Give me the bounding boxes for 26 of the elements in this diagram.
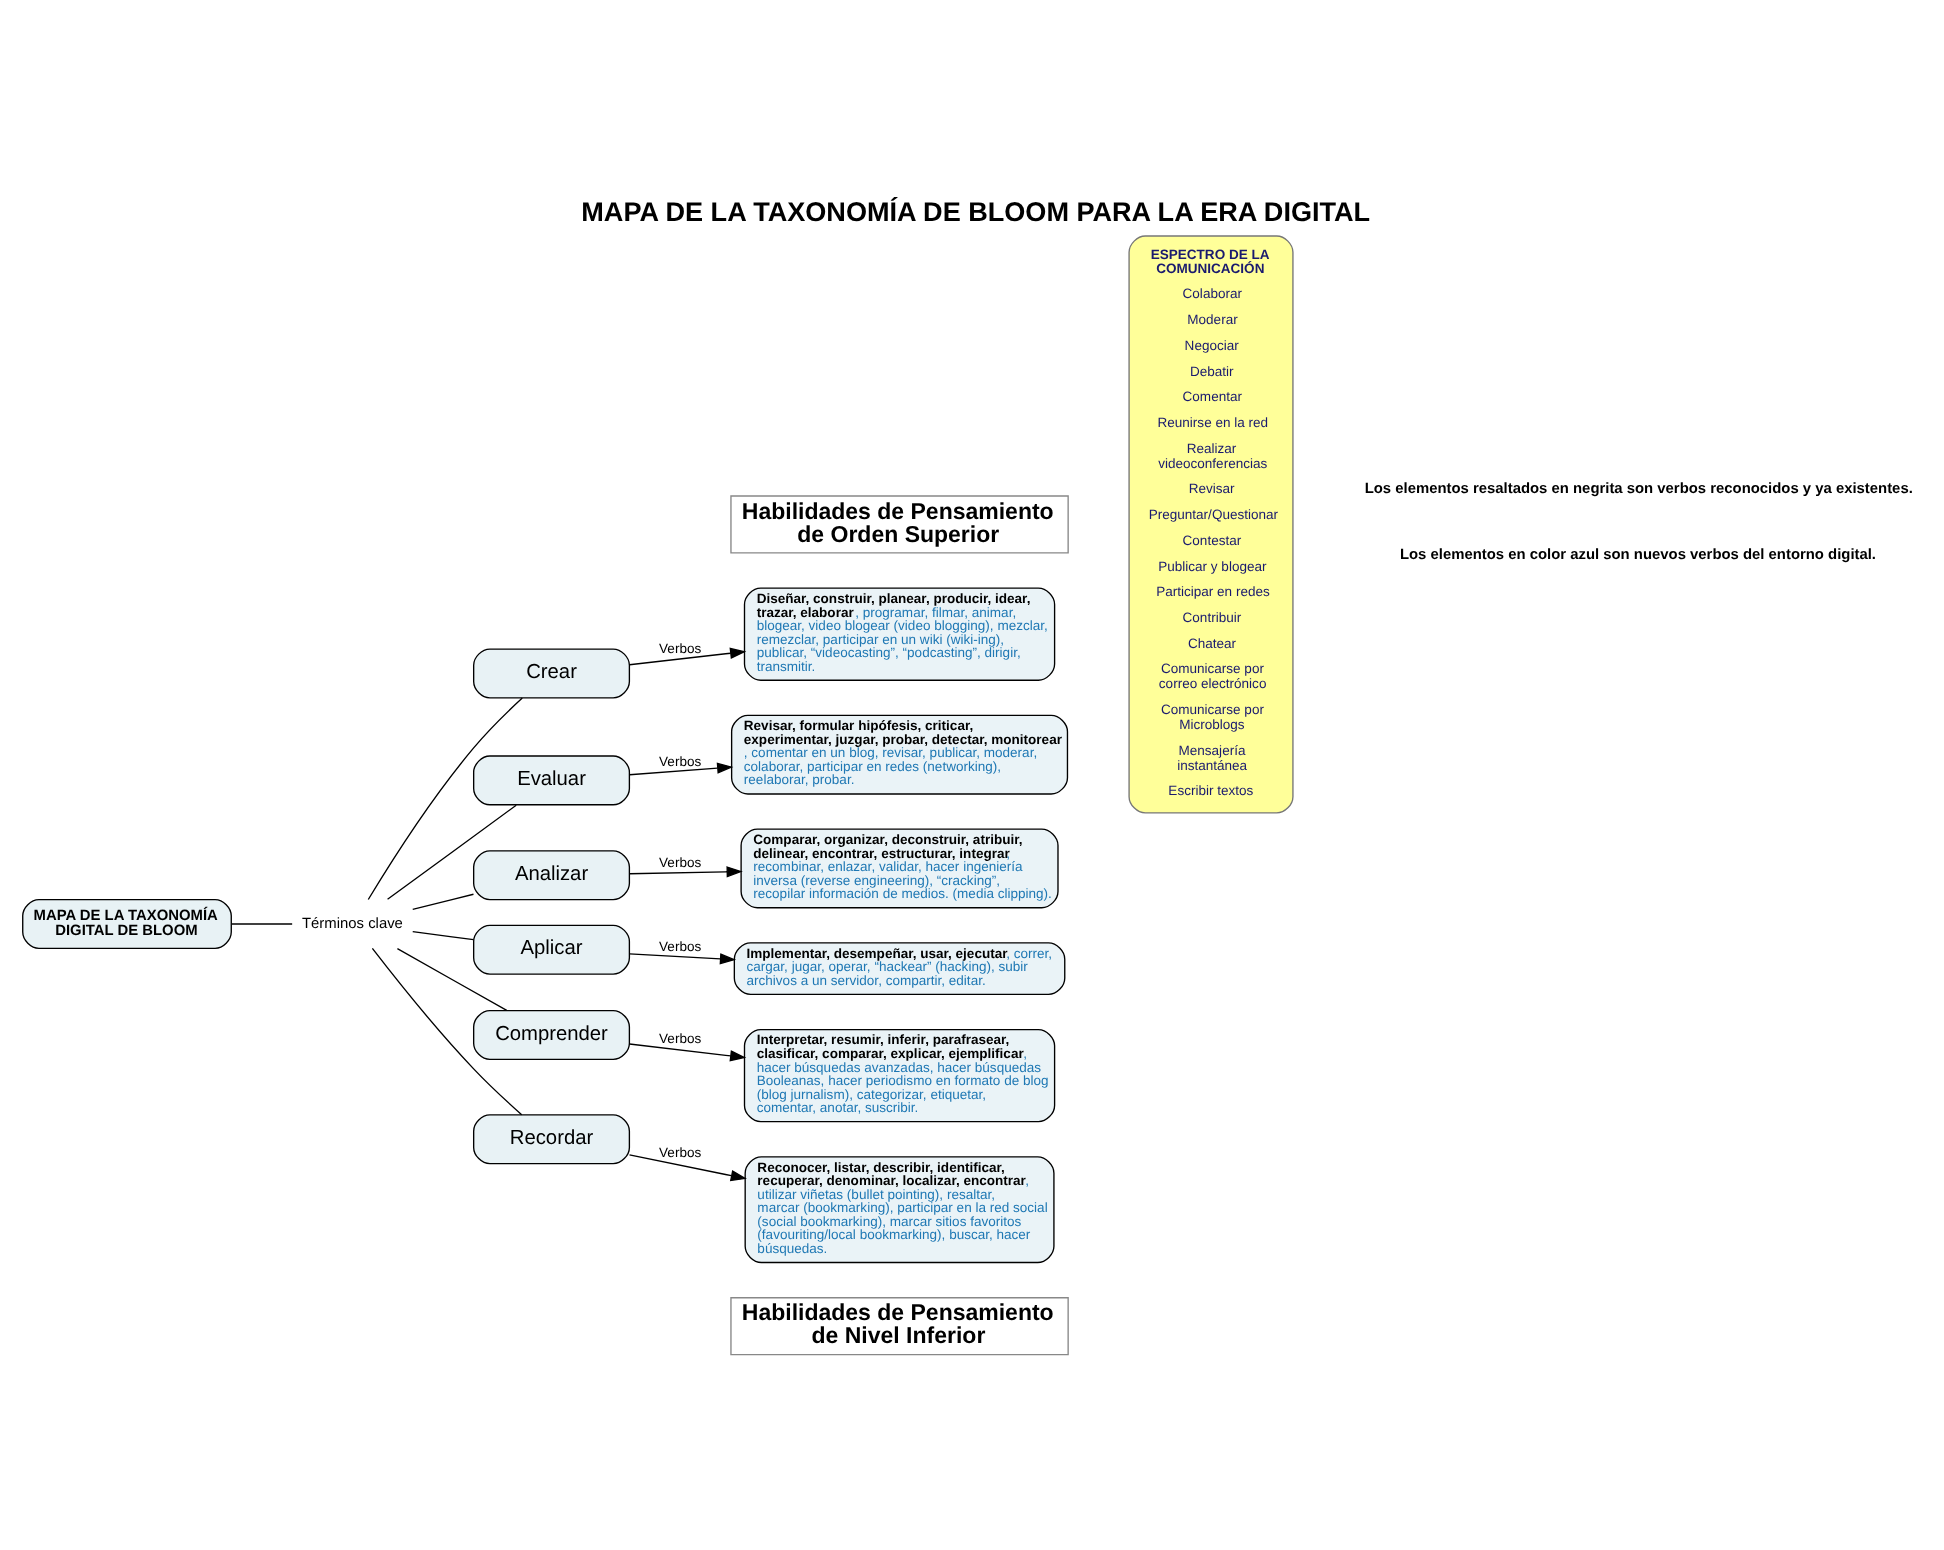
- node-box: Habilidades de Pensamiento de Nivel Inferior: [730, 1297, 1069, 1356]
- node-box: MAPA DE LA TAXONOMÍA DIGITAL DE BLOOM: [22, 898, 232, 949]
- arrow: [628, 866, 743, 878]
- connector: [367, 697, 523, 901]
- node-text: Términos clave: [302, 913, 403, 932]
- connector: [396, 947, 508, 1012]
- node-box: Aplicar: [473, 924, 631, 975]
- connector: [371, 947, 523, 1116]
- connector: [231, 923, 293, 925]
- arrow: [628, 762, 734, 776]
- label: Los elementos en color azul son nuevos verbos del entorno digital.: [1399, 545, 1877, 564]
- connector: [412, 893, 475, 910]
- node-box: Analizar: [473, 850, 631, 901]
- node-box: Crear: [473, 648, 631, 699]
- arrow: [628, 953, 737, 965]
- diagram-title: MAPA DE LA TAXONOMÍA DE BLOOM PARA LA ERA DIGITAL: [581, 197, 1371, 228]
- node-box: Habilidades de Pensamiento de Orden Superior: [730, 495, 1069, 554]
- arrow: [628, 1154, 747, 1182]
- node-box: Recordar: [473, 1114, 631, 1165]
- label: Los elementos resaltados en negrita son verbos reconocidos y ya existentes.: [1364, 479, 1913, 498]
- connector: [412, 931, 475, 941]
- node-box: Evaluar: [473, 755, 631, 806]
- arrow: [628, 1043, 747, 1062]
- arrow: [628, 647, 747, 666]
- connector: [386, 804, 517, 900]
- node-box: Comprender: [473, 1009, 631, 1061]
